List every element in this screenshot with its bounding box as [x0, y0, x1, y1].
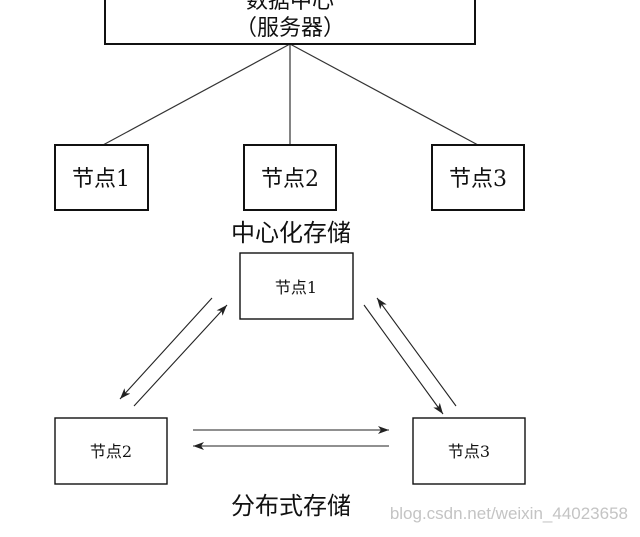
central-node1-label: 节点1 [72, 167, 130, 192]
watermark-text: blog.csdn.net/weixin_44023658 [390, 504, 628, 523]
arrow-node1-to-node2 [119, 297, 213, 400]
connector-server-node1 [102, 43, 291, 146]
server-title: 数据中心 [246, 0, 334, 14]
dist-node3-box [412, 417, 526, 485]
arrow-node1-to-node3 [363, 304, 444, 415]
central-node2-box [243, 144, 337, 211]
server-subtitle: （服务器） [235, 16, 345, 41]
centralized-caption: 中心化存储 [231, 219, 351, 247]
arrow-node3-to-node1 [376, 297, 457, 407]
dist-node2-label: 节点2 [90, 442, 132, 461]
central-node2-label: 节点2 [261, 167, 319, 192]
central-node1-box [54, 144, 149, 211]
central-node3-box [431, 144, 525, 211]
connector-server-node3 [289, 43, 479, 146]
dist-node2-box [54, 417, 168, 485]
arrow-node2-to-node1 [133, 304, 228, 407]
distributed-caption: 分布式存储 [231, 492, 351, 520]
distributed-storage-section: 节点1 节点2 节点3 blog.csdn.net/weixin_4402365… [54, 252, 628, 523]
dist-node1-box [239, 252, 354, 320]
centralized-storage-section: 数据中心 （服务器） 节点1 节点2 节点3 中心化存储 [54, 0, 525, 247]
server-box [104, 0, 476, 45]
central-node3-label: 节点3 [449, 167, 507, 192]
dist-node3-label: 节点3 [448, 442, 490, 461]
dist-node1-label: 节点1 [275, 278, 317, 297]
